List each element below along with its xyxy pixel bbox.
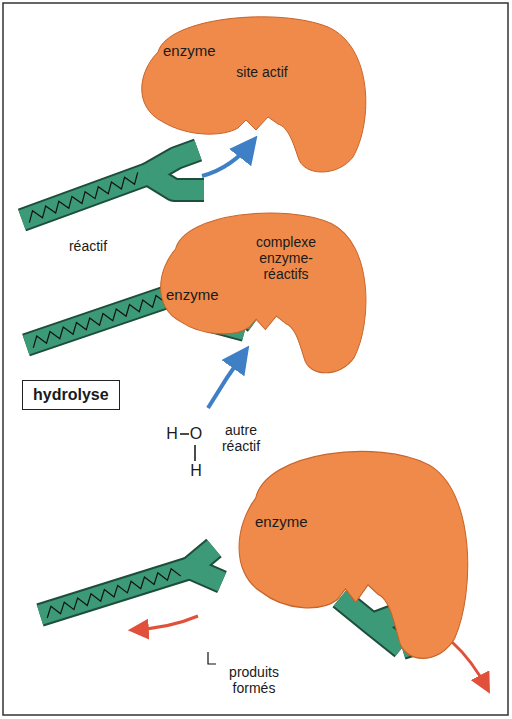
enzyme-shape: enzyme (148, 208, 368, 378)
molecule-outline (190, 568, 222, 582)
part-label: complexe enzyme-réactifs (238, 234, 334, 282)
frame (3, 3, 508, 715)
part-label: autre réactif (210, 422, 272, 454)
enzyme-name: enzyme (255, 513, 308, 530)
enzyme-body (161, 213, 366, 373)
enzyme-outline (128, 12, 368, 177)
atom-symbol: H (188, 462, 204, 480)
molecule (190, 568, 222, 582)
bond (180, 433, 189, 435)
part-label: site actif (232, 64, 292, 80)
bracket (208, 652, 216, 664)
part-label: réactif (48, 238, 128, 254)
carbon-chain (29, 172, 137, 222)
release-arrow (132, 616, 198, 630)
carbon-chain (33, 295, 166, 347)
enzyme-outline (225, 445, 470, 665)
enzyme-shape: enzyme (225, 445, 470, 665)
atom-symbol: O (188, 425, 204, 443)
bond (194, 445, 196, 461)
carbon-chain (47, 569, 181, 618)
approach-arrow (202, 140, 254, 176)
atom-symbol: H (164, 425, 180, 443)
molecule (148, 174, 204, 190)
release-arrow (452, 642, 488, 690)
process-label-box: hydrolyse (22, 380, 120, 410)
molecule-outline (148, 174, 204, 190)
enzyme-name: enzyme (166, 286, 219, 303)
enzyme-body (142, 17, 366, 172)
enzyme-body (239, 451, 468, 658)
enzyme-shape: enzyme (128, 12, 368, 177)
enzyme-name: enzyme (163, 42, 216, 59)
process-name: hydrolyse (33, 386, 109, 404)
part-label: produits formés (214, 664, 294, 696)
water-arrow (208, 350, 246, 408)
